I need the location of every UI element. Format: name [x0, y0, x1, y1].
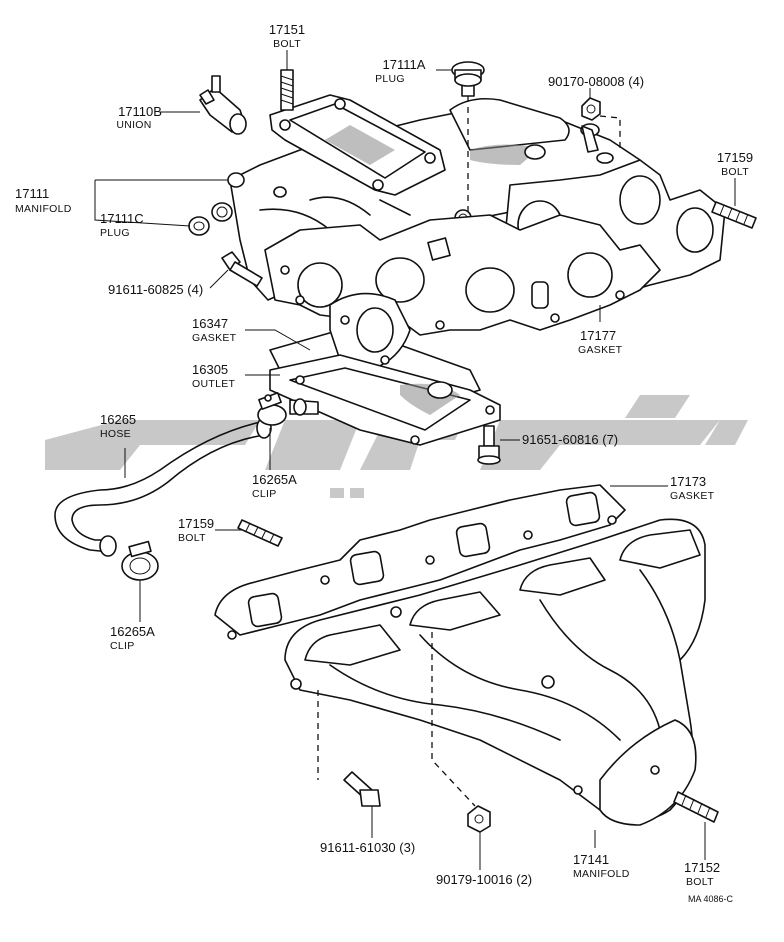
part-label-16265A-upper: 16265A CLIP [252, 472, 297, 500]
svg-text:91651-60816 (7): 91651-60816 (7) [522, 432, 618, 447]
part-label-91611-60825: 91611-60825 (4) [108, 282, 203, 297]
part-label-17151: 17151 BOLT [269, 22, 305, 50]
part-label-17159-lower: 17159 BOLT [178, 516, 214, 544]
svg-text:GASKET: GASKET [670, 490, 715, 502]
bolt-17151 [280, 69, 294, 111]
svg-text:90170-08008 (4): 90170-08008 (4) [548, 74, 644, 89]
svg-text:17177: 17177 [580, 328, 616, 343]
part-label-17141: 17141 MANIFOLD [573, 852, 630, 880]
svg-text:17159: 17159 [717, 150, 753, 165]
nut-90179 [467, 805, 491, 833]
svg-text:BOLT: BOLT [273, 38, 301, 50]
part-label-17111C: 17111C PLUG [100, 211, 144, 239]
part-label-17111: 17111 MANIFOLD [15, 186, 72, 215]
clip-16265A-lower [121, 540, 159, 581]
svg-text:PLUG: PLUG [100, 227, 130, 239]
part-label-16347: 16347 GASKET [192, 316, 237, 344]
svg-text:MANIFOLD: MANIFOLD [15, 203, 72, 215]
svg-text:OUTLET: OUTLET [192, 378, 236, 390]
part-label-90170: 90170-08008 (4) [548, 74, 644, 89]
svg-text:UNION: UNION [116, 119, 151, 131]
plug-17111C [188, 216, 210, 236]
part-label-17110B: 17110B UNION [116, 104, 162, 131]
part-label-16265: 16265 HOSE [100, 412, 136, 440]
part-label-17152: 17152 BOLT [684, 860, 720, 888]
exhaust-manifold [284, 518, 706, 826]
part-label-17159-upper: 17159 BOLT [717, 150, 753, 178]
bolt-17152 [673, 791, 719, 823]
hose-16265 [54, 417, 272, 557]
clip-16265A-upper [257, 392, 287, 426]
svg-text:16305: 16305 [192, 362, 228, 377]
part-label-90179: 90179-10016 (2) [436, 872, 532, 887]
gasket-17177 [264, 214, 661, 336]
svg-text:CLIP: CLIP [252, 488, 277, 500]
svg-text:HOSE: HOSE [100, 428, 131, 440]
svg-text:CLIP: CLIP [110, 640, 135, 652]
svg-text:PLUG: PLUG [375, 73, 405, 85]
svg-text:GASKET: GASKET [192, 332, 237, 344]
outlet-16305 [269, 354, 501, 446]
svg-text:17110B: 17110B [118, 104, 162, 119]
bolt-91651-60816 [477, 425, 501, 465]
union-17110B [199, 75, 247, 135]
part-label-16265A-lower: 16265A CLIP [110, 624, 155, 652]
svg-text:BOLT: BOLT [721, 166, 749, 178]
svg-text:16347: 16347 [192, 316, 228, 331]
nut-90170 [581, 97, 601, 153]
svg-text:17111: 17111 [15, 186, 49, 201]
svg-text:16265A: 16265A [252, 472, 297, 487]
gasket-17173 [214, 484, 626, 640]
bolt-17159-upper [711, 201, 757, 229]
plug-17111A [451, 61, 485, 97]
bolt-91611-60825 [221, 251, 263, 287]
svg-text:17173: 17173 [670, 474, 706, 489]
svg-text:17151: 17151 [269, 22, 305, 37]
part-label-91611-61030: 91611-61030 (3) [320, 840, 415, 855]
svg-text:MANIFOLD: MANIFOLD [573, 868, 630, 880]
svg-text:91611-61030 (3): 91611-61030 (3) [320, 840, 415, 855]
svg-text:BOLT: BOLT [178, 532, 206, 544]
svg-text:17159: 17159 [178, 516, 214, 531]
part-label-17111A: 17111A PLUG [375, 57, 426, 85]
svg-text:17111C: 17111C [100, 211, 144, 226]
svg-text:90179-10016 (2): 90179-10016 (2) [436, 872, 532, 887]
svg-text:16265: 16265 [100, 412, 136, 427]
bolt-91611-61030 [343, 771, 381, 807]
part-label-16305: 16305 OUTLET [192, 362, 236, 390]
leader-lines [94, 50, 736, 870]
svg-text:17111A: 17111A [383, 57, 426, 72]
svg-text:GASKET: GASKET [578, 344, 623, 356]
svg-text:17141: 17141 [573, 852, 609, 867]
svg-text:17152: 17152 [684, 860, 720, 875]
part-label-91651-60816: 91651-60816 (7) [522, 432, 618, 447]
assembly-lines [317, 96, 621, 807]
reference-code: MA 4086-C [688, 894, 734, 904]
part-label-17173: 17173 GASKET [670, 474, 715, 502]
bolt-17159-lower [237, 519, 283, 547]
part-label-17177: 17177 GASKET [578, 328, 623, 356]
svg-text:BOLT: BOLT [686, 876, 714, 888]
svg-text:91611-60825 (4): 91611-60825 (4) [108, 282, 203, 297]
svg-text:16265A: 16265A [110, 624, 155, 639]
